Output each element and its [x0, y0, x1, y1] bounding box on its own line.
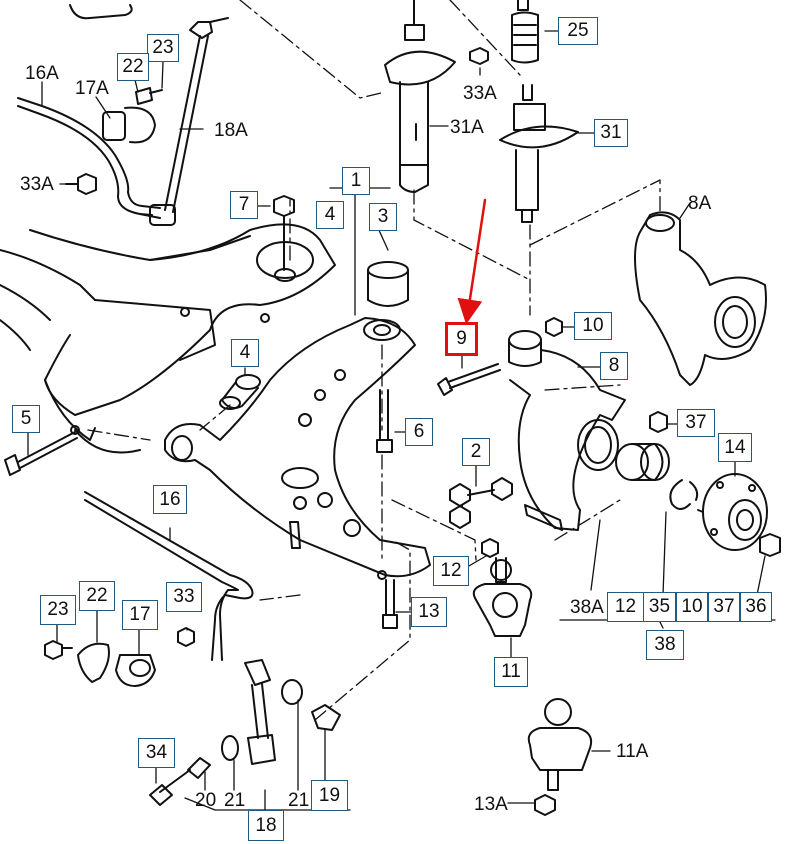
nut-37	[649, 411, 668, 433]
nut-33	[177, 627, 195, 647]
label-11a: 11A	[616, 741, 649, 762]
bolt-kit-2	[449, 477, 513, 529]
callout-13: 13	[411, 597, 447, 627]
callout-row-12: 12	[607, 592, 644, 622]
ball-joint-11a	[527, 698, 593, 816]
callout-11: 11	[494, 657, 528, 687]
bolt-36	[759, 533, 781, 557]
label-16a: 16A	[25, 63, 59, 84]
callout-33: 33	[166, 582, 202, 612]
callout-9-highlighted: 9	[445, 322, 478, 356]
nut-12	[481, 538, 499, 558]
callout-5: 5	[12, 405, 40, 433]
bolt-6	[376, 389, 393, 453]
callout-38: 38	[646, 630, 684, 660]
callout-16: 16	[153, 485, 187, 514]
bolt-23	[44, 640, 73, 660]
callout-25: 25	[558, 17, 598, 45]
callout-18: 18	[248, 810, 284, 841]
label-38a: 38A	[570, 597, 604, 618]
callout-1: 1	[342, 167, 370, 195]
coupling-rod-18a	[139, 17, 229, 226]
ball-joint-11	[472, 557, 533, 637]
callout-2: 2	[462, 438, 490, 466]
callout-4-mid: 4	[231, 339, 259, 367]
callout-14: 14	[718, 433, 752, 462]
bushing-4	[219, 374, 261, 410]
bolt-13	[382, 579, 398, 629]
indicator-arrow	[457, 198, 487, 325]
label-21-b: 21	[288, 790, 310, 811]
strut-31	[499, 0, 579, 223]
strut-31a	[384, 0, 489, 193]
callout-10: 10	[574, 312, 612, 340]
coupling-rod-18	[149, 659, 341, 806]
callout-row-37: 37	[708, 592, 740, 622]
callout-row-36: 36	[740, 592, 772, 622]
bushing-17	[115, 654, 156, 687]
label-33a-top: 33A	[463, 83, 497, 104]
wheel-hub-14	[697, 473, 768, 551]
label-20: 20	[195, 790, 217, 811]
label-21-a: 21	[224, 790, 246, 811]
label-8a: 8A	[688, 193, 712, 214]
callout-37: 37	[677, 409, 715, 437]
clamp-22	[77, 642, 110, 683]
nut-7	[273, 195, 295, 217]
label-13a: 13A	[474, 794, 508, 815]
callout-6: 6	[405, 418, 433, 446]
callout-23-bottom: 23	[40, 595, 76, 625]
callout-12-left: 12	[433, 556, 469, 586]
callout-34: 34	[138, 738, 175, 768]
control-arm	[164, 317, 431, 580]
bolt-9	[437, 363, 501, 396]
bushing-3	[363, 261, 409, 341]
bushing-17a	[102, 87, 163, 144]
label-18a: 18A	[214, 120, 248, 141]
bracket-part	[69, 4, 133, 20]
callout-22-top: 22	[117, 53, 149, 81]
steering-knuckle-8	[508, 330, 626, 531]
nut-10	[545, 317, 563, 337]
wheel-bearing	[615, 443, 670, 481]
callout-row-10: 10	[676, 592, 708, 622]
assembly-dash-lines	[87, 0, 661, 721]
callout-22-bottom: 22	[79, 581, 115, 611]
callout-23-top: 23	[147, 34, 179, 62]
label-33a-left: 33A	[20, 174, 54, 195]
stabilizer-bar-16a	[17, 97, 161, 219]
stabilizer-bar-16	[84, 491, 254, 661]
nut-33a-left	[77, 173, 97, 195]
callout-3: 3	[369, 203, 397, 231]
subframe	[0, 223, 336, 454]
circlip-35	[669, 479, 699, 510]
callout-7: 7	[230, 191, 258, 219]
callout-4-top: 4	[316, 201, 344, 229]
wheel-bearing-housing-8a	[634, 211, 767, 386]
bolt-5	[4, 425, 80, 476]
callout-31: 31	[594, 119, 628, 147]
label-31a: 31A	[450, 117, 484, 138]
callout-row-35: 35	[643, 592, 676, 622]
label-17a: 17A	[75, 78, 109, 99]
callout-19: 19	[311, 780, 348, 811]
callout-17: 17	[122, 600, 158, 630]
callout-8: 8	[600, 352, 628, 380]
leader-lines	[27, 30, 776, 811]
